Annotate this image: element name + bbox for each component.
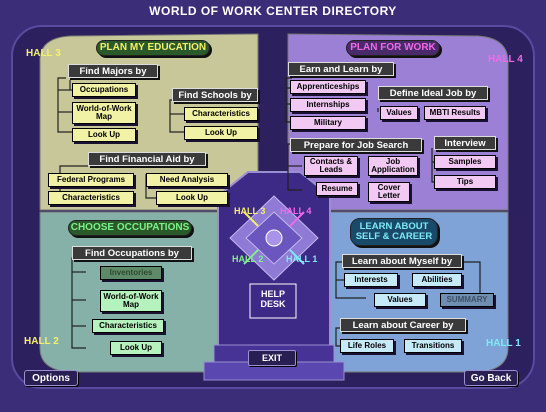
go-back-button[interactable]: Go Back — [464, 370, 518, 386]
plan-education-title[interactable]: PLAN MY EDUCATION — [96, 40, 210, 56]
center-hall-4-label[interactable]: HALL 4 — [280, 206, 312, 216]
occ-look-up-button[interactable]: Look Up — [110, 341, 162, 355]
job-application-button[interactable]: Job Application — [368, 156, 418, 176]
earn-learn-header: Earn and Learn by — [288, 62, 394, 76]
transitions-button[interactable]: Transitions — [404, 339, 462, 353]
mbti-results-button[interactable]: MBTI Results — [424, 106, 486, 120]
help-desk-button[interactable]: HELP DESK — [260, 289, 286, 309]
page-title: WORLD OF WORK CENTER DIRECTORY — [149, 4, 397, 18]
center-hall-2-label[interactable]: HALL 2 — [232, 254, 264, 264]
schools-characteristics-button[interactable]: Characteristics — [184, 107, 258, 121]
prepare-job-search-header: Prepare for Job Search — [290, 138, 422, 152]
majors-look-up-button[interactable]: Look Up — [72, 128, 136, 142]
contacts-leads-button[interactable]: Contacts & Leads — [304, 156, 358, 176]
schools-look-up-button[interactable]: Look Up — [184, 126, 258, 140]
aid-need-analysis-button[interactable]: Need Analysis — [146, 173, 228, 187]
majors-world-map-button[interactable]: World-of-Work Map — [72, 102, 136, 124]
majors-occupations-button[interactable]: Occupations — [72, 83, 136, 97]
find-occupations-header: Find Occupations by — [72, 246, 192, 260]
occ-characteristics-button[interactable]: Characteristics — [92, 319, 164, 333]
define-values-button[interactable]: Values — [380, 106, 418, 120]
find-schools-header: Find Schools by — [172, 88, 258, 102]
choose-occupations-title[interactable]: CHOOSE OCCUPATIONS — [68, 220, 192, 236]
life-roles-button[interactable]: Life Roles — [340, 339, 394, 353]
options-button[interactable]: Options — [24, 370, 78, 386]
interests-button[interactable]: Interests — [344, 273, 398, 287]
cover-letter-button[interactable]: Cover Letter — [368, 182, 410, 202]
plan-work-title[interactable]: PLAN FOR WORK — [346, 40, 440, 56]
hall-3-label: HALL 3 — [26, 48, 61, 59]
summary-button[interactable]: SUMMARY — [440, 293, 494, 307]
samples-button[interactable]: Samples — [434, 155, 496, 169]
myself-values-button[interactable]: Values — [374, 293, 426, 307]
resume-button[interactable]: Resume — [316, 182, 358, 196]
center-hall-3-label[interactable]: HALL 3 — [234, 206, 266, 216]
find-majors-header: Find Majors by — [68, 64, 158, 78]
military-button[interactable]: Military — [290, 116, 366, 130]
aid-characteristics-button[interactable]: Characteristics — [48, 191, 134, 205]
abilities-button[interactable]: Abilities — [412, 273, 462, 287]
hall-4-label: HALL 4 — [488, 54, 523, 65]
apprenticeships-button[interactable]: Apprenticeships — [290, 80, 366, 94]
hall-1-label: HALL 1 — [486, 338, 521, 349]
find-financial-aid-header: Find Financial Aid by — [88, 152, 206, 166]
tips-button[interactable]: Tips — [434, 175, 496, 189]
interview-header: Interview — [434, 136, 496, 150]
exit-button[interactable]: EXIT — [248, 350, 296, 366]
learn-myself-header: Learn about Myself by — [342, 254, 462, 268]
aid-look-up-button[interactable]: Look Up — [156, 191, 228, 205]
learn-career-header: Learn about Career by — [340, 318, 466, 332]
hall-2-label: HALL 2 — [24, 336, 59, 347]
internships-button[interactable]: Internships — [290, 98, 366, 112]
define-ideal-job-header: Define Ideal Job by — [378, 86, 488, 100]
inventories-button[interactable]: Inventories — [100, 266, 162, 280]
center-hall-1-label[interactable]: HALL 1 — [286, 254, 318, 264]
learn-self-career-title[interactable]: LEARN ABOUT SELF & CAREER — [350, 218, 438, 246]
aid-federal-programs-button[interactable]: Federal Programs — [48, 173, 134, 187]
occ-world-map-button[interactable]: World-of-Work Map — [100, 290, 162, 312]
